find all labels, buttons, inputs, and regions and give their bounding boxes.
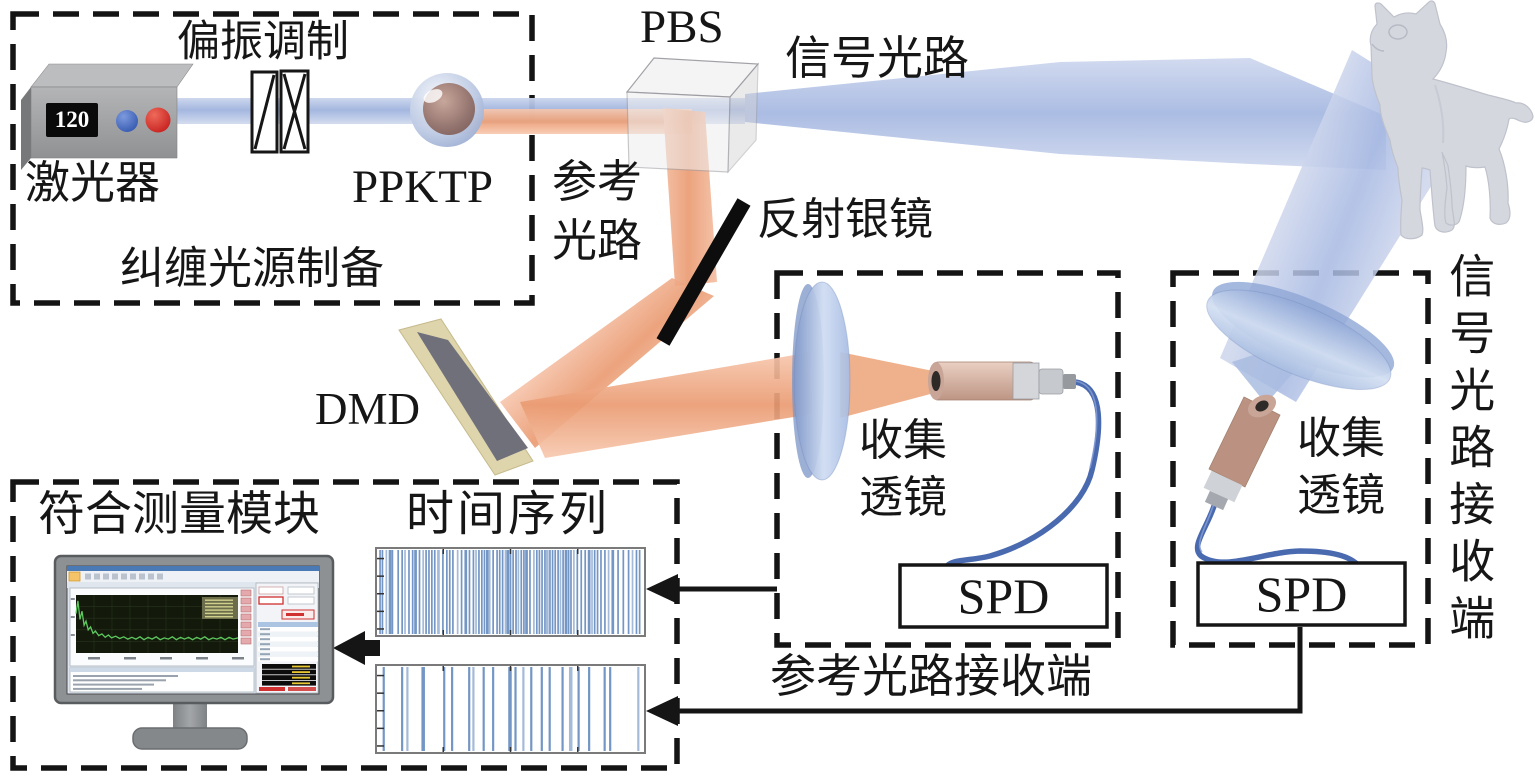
fiber-coupler-reference (928, 361, 1076, 401)
fiber-signal-highlight (1198, 502, 1215, 553)
monitor-stand-neck (173, 700, 207, 730)
fiber-reference-highlight (1074, 380, 1098, 469)
box-reference-receiver (774, 270, 1121, 648)
dmd-label: DMD (315, 384, 421, 434)
ppktp-label: PPKTP (352, 161, 494, 213)
coincidence-monitor (53, 554, 335, 750)
pbs-cube (625, 57, 760, 174)
arrow-to-monitor (333, 631, 365, 665)
reference-receiver-label: 参考光路接收端 (770, 651, 1092, 702)
polarization-label: 偏振调制 (177, 19, 349, 66)
spd-signal-label: SPD (1255, 565, 1348, 622)
fiber-reference (944, 379, 1102, 569)
cat-target (1369, 0, 1534, 240)
signal-receiver-label: 信号光路接收端 (1443, 252, 1495, 651)
laser-label: 激光器 (25, 158, 161, 208)
fiber-coupler-signal (1203, 394, 1281, 511)
dmd-device (398, 318, 534, 476)
spd-reference-box (898, 563, 1109, 629)
connector-sig-line (678, 627, 1303, 714)
silver-mirror (656, 198, 751, 346)
time-series-plot-1 (375, 547, 646, 637)
box-entangled-source (10, 11, 535, 306)
arrow-ref-to-timeseries (646, 574, 678, 604)
reference-beam-focused (840, 352, 938, 418)
collection-lens-signal (1206, 281, 1395, 391)
collection-lens-signal-label: 收集 透镜 (1297, 414, 1385, 521)
coincidence-module-label: 符合测量模块 (38, 489, 320, 541)
laser-display-panel (46, 103, 98, 137)
collection-lens-reference (792, 281, 851, 481)
signal-path-label: 信号光路 (785, 33, 969, 84)
entangled-source-title: 纠缠光源制备 (120, 244, 384, 293)
pbs-label: PBS (640, 1, 724, 53)
monitor-screen-ui (67, 566, 319, 694)
spd-reference-label: SPD (957, 567, 1050, 624)
laser-device (21, 63, 194, 170)
collection-lens-reference-label: 收集 透镜 (859, 416, 947, 523)
signal-beam (745, 58, 1386, 170)
box-coincidence-module (10, 479, 680, 771)
polarizer-pair (250, 69, 310, 154)
spd-signal-box (1196, 561, 1407, 627)
reference-path-label: 参考 光路 (552, 157, 643, 266)
arrow-to-monitor-stem (365, 640, 380, 656)
reference-beam-to-lens (520, 352, 812, 458)
ppktp-crystal (410, 73, 484, 147)
laser-button-red (145, 107, 171, 133)
monitor-stand-base (132, 727, 248, 750)
mirror-label: 反射银镜 (757, 195, 933, 244)
arrow-sig-to-timeseries (646, 696, 678, 726)
signal-connectors (333, 574, 1303, 726)
laser-button-blue (116, 110, 138, 132)
time-series-plot-2 (375, 664, 646, 754)
laser-display-value: 120 (54, 107, 90, 133)
time-series-label: 时间序列 (406, 488, 611, 541)
